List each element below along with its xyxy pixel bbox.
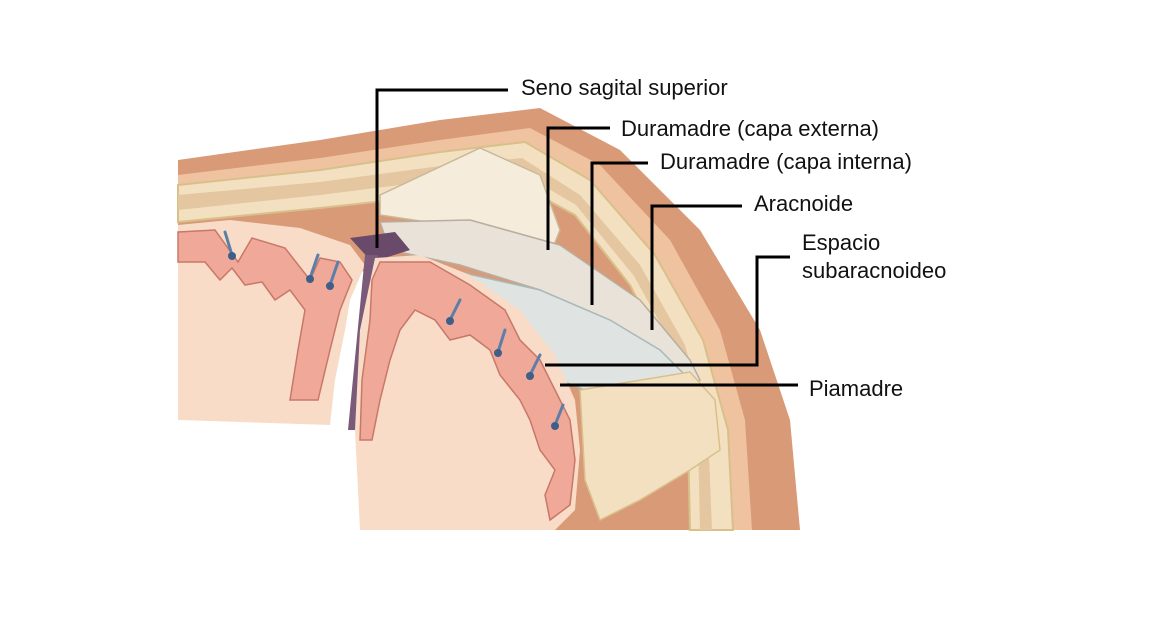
label-seno-sagital-superior: Seno sagital superior (521, 74, 728, 101)
label-duramadre-interna: Duramadre (capa interna) (660, 148, 912, 175)
label-duramadre-externa: Duramadre (capa externa) (621, 115, 879, 142)
label-espacio-line1: Espacio (802, 229, 880, 256)
label-espacio-line2: subaracnoideo (802, 257, 946, 284)
label-piamadre: Piamadre (809, 375, 903, 402)
label-aracnoide: Aracnoide (754, 190, 853, 217)
